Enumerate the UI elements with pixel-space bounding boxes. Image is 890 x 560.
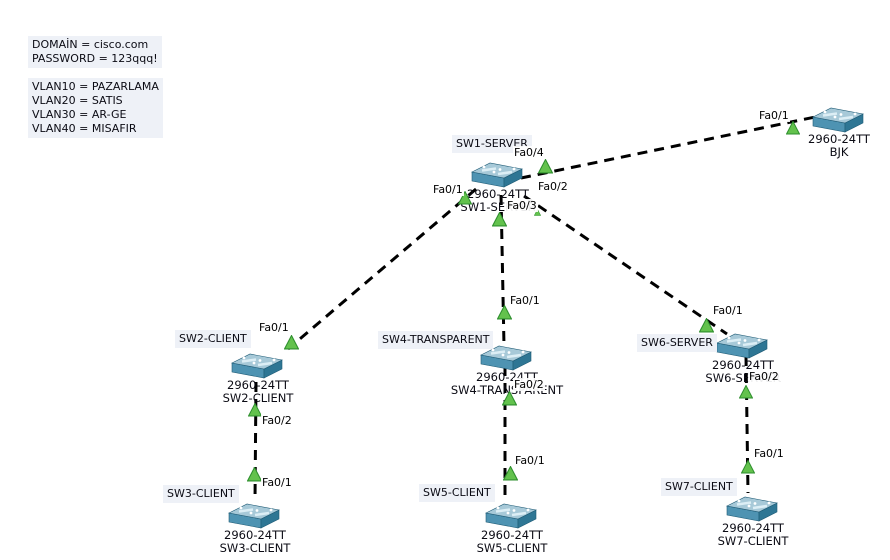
note-line: SW2-CLIENT: [179, 332, 247, 345]
link-sw2-sw3[interactable]: [253, 381, 258, 502]
device-model-label: 2960-24TT: [467, 187, 529, 201]
device-sw1[interactable]: [471, 158, 523, 188]
port-label: Fa0/1: [758, 109, 790, 122]
port-label: Fa0/1: [514, 454, 546, 467]
note-line: VLAN20 = SATIS: [32, 94, 123, 107]
port-label: Fa0/2: [261, 414, 293, 427]
device-bjk[interactable]: [812, 103, 864, 133]
device-sw2[interactable]: [231, 349, 283, 379]
note-line: SW3-CLIENT: [167, 487, 235, 500]
note-line: SW7-CLIENT: [665, 480, 733, 493]
device-sw6[interactable]: [716, 329, 768, 359]
switch-2960-icon: [812, 103, 864, 133]
device-model-label: 2960-24TT: [808, 132, 870, 146]
device-sw3[interactable]: [228, 499, 280, 529]
device-name-label: SW3-CLIENT: [219, 541, 291, 555]
port-label: Fa0/1: [509, 294, 541, 307]
note-line: VLAN40 = MISAFIR: [32, 122, 137, 135]
note-line: DOMAİN = cisco.com: [32, 38, 149, 51]
switch-2960-icon: [726, 492, 778, 522]
note-line: SW6-SERVER: [641, 336, 713, 349]
device-model-label: 2960-24TT: [722, 521, 784, 535]
switch-2960-icon: [716, 329, 768, 359]
note-sw3[interactable]: SW3-CLIENT: [163, 485, 239, 503]
note-sw4[interactable]: SW4-TRANSPARENT: [378, 331, 494, 349]
note-line: PASSWORD = 123qqq!: [32, 52, 158, 65]
note-line: VLAN10 = PAZARLAMA: [32, 80, 159, 93]
port-label: Fa0/1: [753, 447, 785, 460]
port-label: Fa0/1: [712, 304, 744, 317]
note-line: SW1-SERVER: [456, 137, 528, 150]
switch-2960-icon: [231, 349, 283, 379]
device-name-label: SW5-CLIENT: [476, 541, 548, 555]
note-sw1[interactable]: SW1-SERVER: [452, 135, 532, 153]
note-line: SW4-TRANSPARENT: [382, 333, 490, 346]
device-name-label: BJK: [829, 145, 849, 159]
link-sw1-sw6[interactable]: [523, 194, 728, 336]
port-label: Fa0/3: [506, 199, 538, 212]
port-label: Fa0/1: [261, 476, 293, 489]
port-label: Fa0/2: [513, 378, 545, 391]
port-label: Fa0/2: [748, 370, 780, 383]
note-line: VLAN30 = AR-GE: [32, 108, 127, 121]
device-model-label: 2960-24TT: [224, 528, 286, 542]
switch-2960-icon: [471, 158, 523, 188]
device-name-label: SW2-CLIENT: [222, 391, 294, 405]
device-sw4[interactable]: [480, 341, 532, 371]
note-sw2[interactable]: SW2-CLIENT: [175, 330, 251, 348]
port-label: Fa0/1: [432, 183, 464, 196]
port-label: Fa0/4: [513, 146, 545, 159]
device-model-label: 2960-24TT: [481, 528, 543, 542]
switch-2960-icon: [228, 499, 280, 529]
note-sw5[interactable]: SW5-CLIENT: [419, 484, 495, 502]
switch-2960-icon: [485, 499, 537, 529]
note-line: SW5-CLIENT: [423, 486, 491, 499]
device-model-label: 2960-24TT: [712, 358, 774, 372]
link-sw6-sw7[interactable]: [744, 355, 750, 494]
device-sw5[interactable]: [485, 499, 537, 529]
note-sw7[interactable]: SW7-CLIENT: [661, 478, 737, 496]
port-label: Fa0/2: [537, 180, 569, 193]
device-sw7[interactable]: [726, 492, 778, 522]
device-name-label: SW7-CLIENT: [717, 534, 789, 548]
note-sw6[interactable]: SW6-SERVER: [637, 334, 717, 352]
switch-2960-icon: [480, 341, 532, 371]
device-model-label: 2960-24TT: [227, 378, 289, 392]
link-sw1-sw2[interactable]: [287, 187, 477, 351]
port-label: Fa0/1: [258, 321, 290, 334]
